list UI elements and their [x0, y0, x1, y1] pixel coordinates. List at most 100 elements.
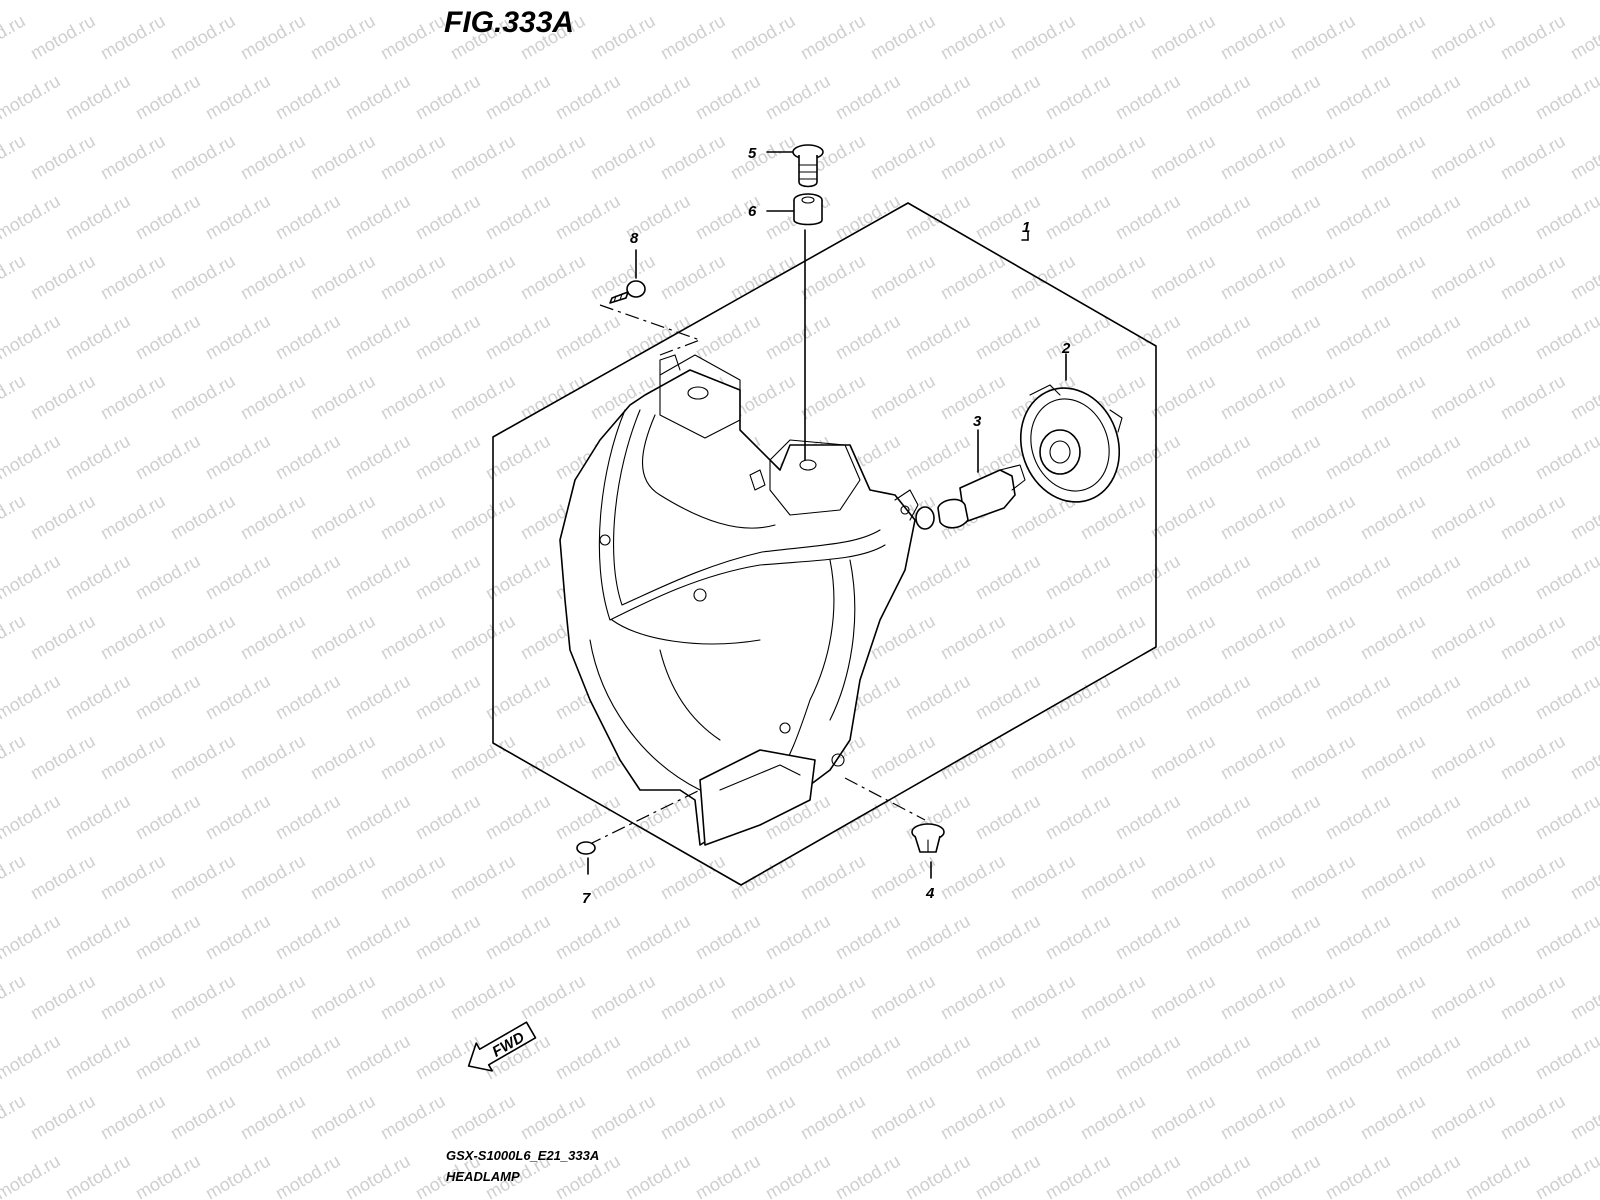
watermark-text: motod.ru [1182, 1031, 1254, 1084]
watermark-text: motod.ru [1427, 611, 1499, 664]
watermark-text: motod.ru [1182, 791, 1254, 844]
watermark-text: motod.ru [202, 671, 274, 724]
watermark-text: motod.ru [867, 731, 939, 784]
watermark-text: motod.ru [902, 191, 974, 244]
watermark-text: motod.ru [237, 731, 309, 784]
watermark-text: motod.ru [307, 491, 379, 544]
watermark-text: motod.ru [1392, 551, 1464, 604]
watermark-text: motod.ru [307, 731, 379, 784]
watermark-text: motod.ru [272, 71, 344, 124]
watermark-text: motod.ru [1322, 551, 1394, 604]
watermark-text: motod.ru [237, 251, 309, 304]
watermark-text: motod.ru [1287, 251, 1359, 304]
watermark-text: motod.ru [0, 251, 29, 304]
watermark-text: motod.ru [657, 1091, 729, 1144]
watermark-text: motod.ru [62, 671, 134, 724]
watermark-text: motod.ru [972, 311, 1044, 364]
watermark-text: motod.ru [0, 671, 64, 724]
watermark-text: motod.ru [797, 1091, 869, 1144]
watermark-text: motod.ru [1322, 0, 1394, 3]
watermark-text: motod.ru [1287, 611, 1359, 664]
callout-3: 3 [973, 413, 982, 430]
watermark-text: motod.ru [237, 131, 309, 184]
watermark-text: motod.ru [27, 1091, 99, 1144]
watermark-text: motod.ru [412, 791, 484, 844]
watermark-text: motod.ru [727, 971, 799, 1024]
watermark-text: motod.ru [1287, 731, 1359, 784]
watermark-text: motod.ru [202, 71, 274, 124]
watermark-text: motod.ru [0, 611, 29, 664]
watermark-text: motod.ru [587, 131, 659, 184]
watermark-text: motod.ru [62, 71, 134, 124]
watermark-text: motod.ru [1147, 11, 1219, 64]
watermark-text: motod.ru [1077, 1091, 1149, 1144]
watermark-text: motod.ru [1427, 131, 1499, 184]
watermark-text: motod.ru [1182, 1151, 1254, 1200]
watermark-text: motod.ru [97, 971, 169, 1024]
watermark-text: motod.ru [1042, 71, 1114, 124]
watermark-text: motod.ru [1497, 611, 1569, 664]
watermark-text: motod.ru [97, 611, 169, 664]
watermark-text: motod.ru [1182, 911, 1254, 964]
watermark-text: motod.ru [202, 0, 274, 3]
watermark-text: motod.ru [1252, 71, 1324, 124]
watermark-text: motod.ru [307, 371, 379, 424]
watermark-text: motod.ru [517, 371, 589, 424]
watermark-text: motod.ru [482, 911, 554, 964]
watermark-text: motod.ru [1567, 1091, 1600, 1144]
watermark-text: motod.ru [377, 11, 449, 64]
watermark-text: motod.ru [1147, 971, 1219, 1024]
watermark-text: motod.ru [97, 251, 169, 304]
watermark-text: motod.ru [202, 1031, 274, 1084]
watermark-text: motod.ru [377, 851, 449, 904]
watermark-text: motod.ru [1182, 191, 1254, 244]
watermark-text: motod.ru [62, 791, 134, 844]
watermark-text: motod.ru [132, 791, 204, 844]
watermark-text: motod.ru [482, 71, 554, 124]
watermark-text: motod.ru [97, 1091, 169, 1144]
watermark-text: motod.ru [1567, 131, 1600, 184]
small-cap-part [576, 841, 596, 855]
watermark-text: motod.ru [0, 551, 64, 604]
watermark-text: motod.ru [517, 731, 589, 784]
watermark-text: motod.ru [167, 971, 239, 1024]
watermark-text: motod.ru [1427, 851, 1499, 904]
watermark-text: motod.ru [27, 851, 99, 904]
watermark-text: motod.ru [167, 491, 239, 544]
watermark-text: motod.ru [1112, 791, 1184, 844]
watermark-text: motod.ru [972, 791, 1044, 844]
watermark-text: motod.ru [1182, 431, 1254, 484]
watermark-text: motod.ru [1392, 1031, 1464, 1084]
watermark-text: motod.ru [832, 1031, 904, 1084]
assembly-name: HEADLAMP [446, 1169, 520, 1184]
watermark-text: motod.ru [447, 131, 519, 184]
watermark-text: motod.ru [762, 1151, 834, 1200]
watermark-text: motod.ru [1182, 311, 1254, 364]
watermark-text: motod.ru [1322, 911, 1394, 964]
watermark-text: motod.ru [832, 191, 904, 244]
watermark-text: motod.ru [97, 371, 169, 424]
watermark-text: motod.ru [1392, 311, 1464, 364]
watermark-text: motod.ru [0, 791, 64, 844]
watermark-text: motod.ru [447, 371, 519, 424]
watermark-text: motod.ru [517, 251, 589, 304]
watermark-text: motod.ru [307, 1091, 379, 1144]
watermark-text: motod.ru [762, 311, 834, 364]
watermark-text: motod.ru [692, 1031, 764, 1084]
watermark-text: motod.ru [447, 611, 519, 664]
watermark-text: motod.ru [1112, 671, 1184, 724]
watermark-text: motod.ru [377, 491, 449, 544]
watermark-text: motod.ru [1287, 1091, 1359, 1144]
watermark-text: motod.ru [1392, 431, 1464, 484]
watermark-text: motod.ru [307, 971, 379, 1024]
watermark-text: motod.ru [902, 71, 974, 124]
watermark-text: motod.ru [1322, 671, 1394, 724]
watermark-text: motod.ru [1147, 731, 1219, 784]
watermark-text: motod.ru [1567, 971, 1600, 1024]
watermark-text: motod.ru [97, 491, 169, 544]
watermark-text: motod.ru [1322, 1031, 1394, 1084]
watermark-text: motod.ru [0, 311, 64, 364]
watermark-text: motod.ru [1147, 1091, 1219, 1144]
watermark-text: motod.ru [1042, 1151, 1114, 1200]
watermark-text: motod.ru [657, 971, 729, 1024]
